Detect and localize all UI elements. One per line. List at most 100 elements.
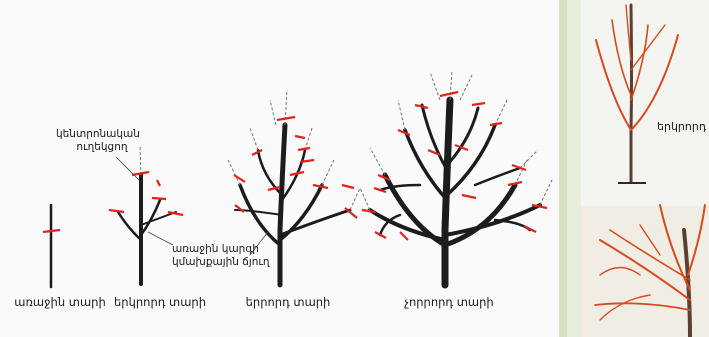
branch [630,24,649,101]
first-tier-branch-label-line2: կմախքային ճյուղ [172,256,270,268]
cut-mark [531,203,548,210]
cut-mark [233,174,246,183]
cut-mark [294,134,306,140]
photo-tree-bottom [594,204,706,337]
cut-mark [399,231,409,241]
tree-year-3 [227,89,361,288]
branch [445,106,480,167]
branch [116,210,143,242]
cut-mark [377,173,391,182]
new-growth [369,147,386,176]
new-growth [539,179,553,206]
cut-mark [276,115,296,122]
cut-mark [361,208,377,214]
cut-mark [234,204,245,213]
branch [238,183,282,247]
branch [442,182,518,248]
cut-mark [167,210,184,217]
branch [599,266,641,276]
branch [639,224,661,256]
cut-mark [454,143,469,152]
branch [625,4,632,61]
branch [420,103,449,172]
cut-mark [471,101,486,107]
branch [382,172,448,248]
new-growth [359,187,371,211]
cut-mark [131,170,150,177]
cut-mark [414,103,429,110]
cut-mark [251,149,263,156]
branch [595,39,632,131]
branch [140,211,177,226]
trunk [277,122,288,288]
cut-mark [344,207,358,219]
central-leader-label: կենտրոնական ուղեկցող [56,128,140,154]
new-growth [494,97,509,126]
stage-label-year-3: երրորդ տարի [245,295,331,309]
tree-year-2 [108,144,184,286]
new-growth [449,69,453,101]
cut-mark [267,185,281,192]
new-growth [429,71,441,101]
branch [234,209,283,216]
cut-mark [373,186,387,194]
branch [378,183,422,192]
central-leader-label-line1: կենտրոնական [56,128,140,140]
first-tier-branch-label: առաջին կարգի կմախքային ճյուղ [172,243,270,269]
branch [599,239,691,301]
tree-year-1 [42,203,61,289]
cut-mark [42,228,61,234]
cut-mark [312,183,329,190]
cut-mark [507,180,523,187]
central-leader-label-line2: ուղեկցող [76,141,128,153]
branch [493,218,532,232]
branch [278,183,324,242]
stage-label-year-2: երկրորդ տարի [114,295,206,309]
trunk [441,96,454,289]
cut-mark [299,158,315,164]
stage-label-year-4: չորրորդ տարի [404,295,494,309]
cut-mark [374,231,387,239]
cut-mark [489,121,503,127]
cut-mark [511,163,527,172]
cut-mark [297,146,311,152]
photo-caption: երկրորդ [657,120,707,133]
new-growth [269,99,277,126]
branch [403,128,449,202]
new-growth [304,127,313,151]
branch [256,148,284,197]
cut-mark [108,208,125,214]
new-growth [227,159,241,186]
new-growth [349,187,361,211]
branch [630,24,666,71]
trunk [629,3,633,184]
branch [599,294,651,321]
new-growth [249,127,259,151]
branch [473,166,522,187]
cut-mark [427,148,441,157]
new-growth [284,89,288,126]
new-growth [139,144,142,176]
branch [445,123,497,197]
branch [280,148,307,202]
new-growth [397,99,406,131]
new-growth [514,157,529,186]
stage-label-year-1: առաջին տարի [14,295,106,309]
photo-tree-top [595,3,679,184]
cut-mark [397,128,411,137]
branch [611,19,632,96]
cut-mark [151,196,167,201]
branch [609,229,691,281]
leader-pointer-line [115,156,140,181]
branch [594,302,691,311]
first-tier-branch-label-line1: առաջին կարգի [172,243,259,255]
cut-mark [156,179,161,187]
cut-mark [439,90,459,98]
branch [659,204,691,291]
cut-mark [523,225,537,233]
new-growth [321,159,335,186]
branch [630,34,679,131]
cut-mark [341,183,355,190]
new-growth [459,74,473,101]
